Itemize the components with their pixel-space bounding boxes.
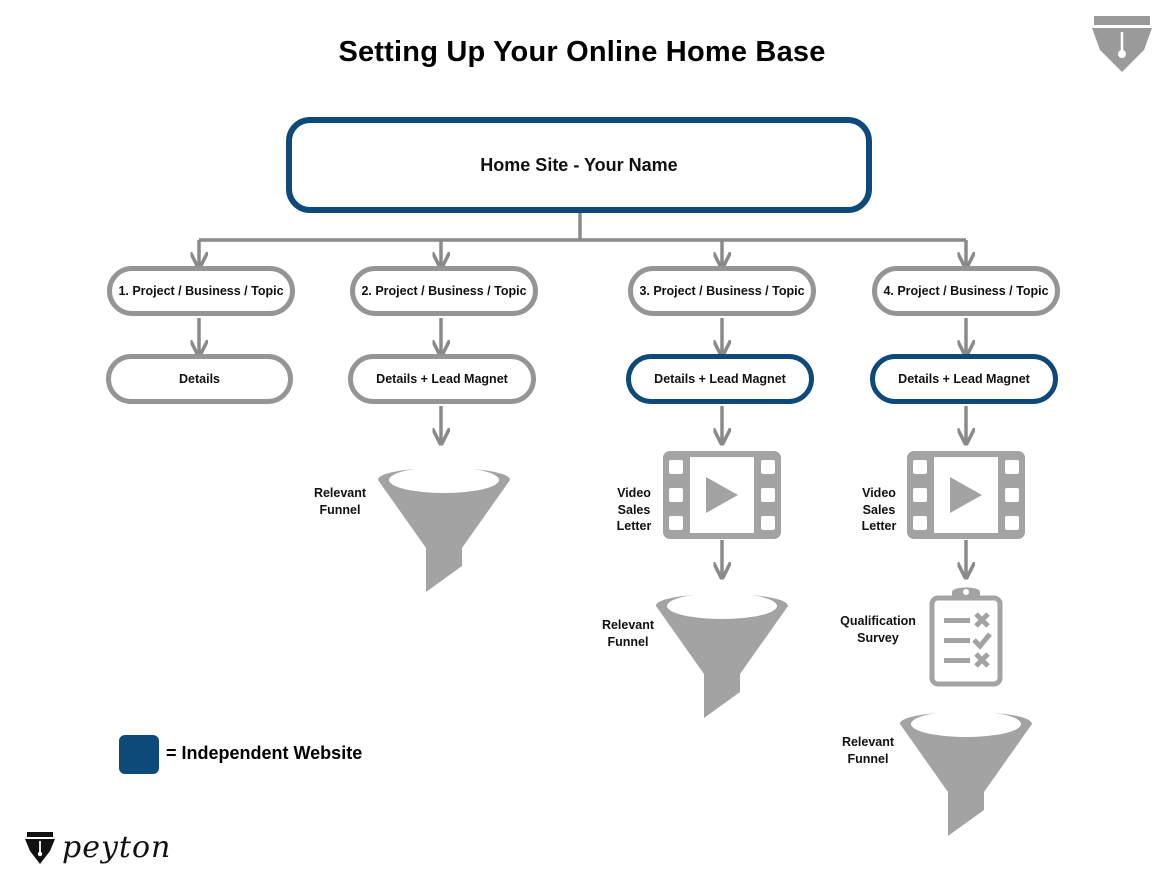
video-icon — [907, 451, 1025, 539]
funnel-label-3: Relevant Funnel — [601, 618, 655, 649]
clipboard-survey-icon — [929, 587, 1003, 687]
funnel-label-4: Relevant Funnel — [841, 735, 895, 766]
funnel-icon — [378, 467, 510, 592]
video-label-3: Video Sales Letter — [616, 486, 652, 533]
brand-name: peyton — [62, 830, 172, 865]
video-label-4: Video Sales Letter — [861, 486, 897, 533]
home-site-box: Home Site - Your Name — [286, 117, 872, 213]
details-box-2: Details + Lead Magnet — [348, 354, 536, 404]
project-box-3: 3. Project / Business / Topic — [628, 266, 816, 316]
page-title: Setting Up Your Online Home Base — [338, 36, 826, 68]
project-box-4: 4. Project / Business / Topic — [872, 266, 1060, 316]
survey-label: Qualification Survey — [840, 614, 916, 645]
details-box-3: Details + Lead Magnet — [626, 354, 814, 404]
brand-logo: peyton — [24, 830, 171, 865]
legend-text: = Independent Website — [166, 743, 363, 763]
funnel-icon — [900, 711, 1032, 836]
project-box-2: 2. Project / Business / Topic — [350, 266, 538, 316]
details-box-1: Details — [106, 354, 293, 404]
funnel-label-2: Relevant Funnel — [313, 486, 367, 517]
pen-nib-icon — [25, 831, 55, 864]
details-box-4: Details + Lead Magnet — [870, 354, 1058, 404]
legend-swatch — [119, 735, 159, 774]
pen-nib-logo-icon — [1092, 16, 1152, 72]
video-icon — [663, 451, 781, 539]
funnel-icon — [656, 593, 788, 718]
project-box-1: 1. Project / Business / Topic — [107, 266, 295, 316]
